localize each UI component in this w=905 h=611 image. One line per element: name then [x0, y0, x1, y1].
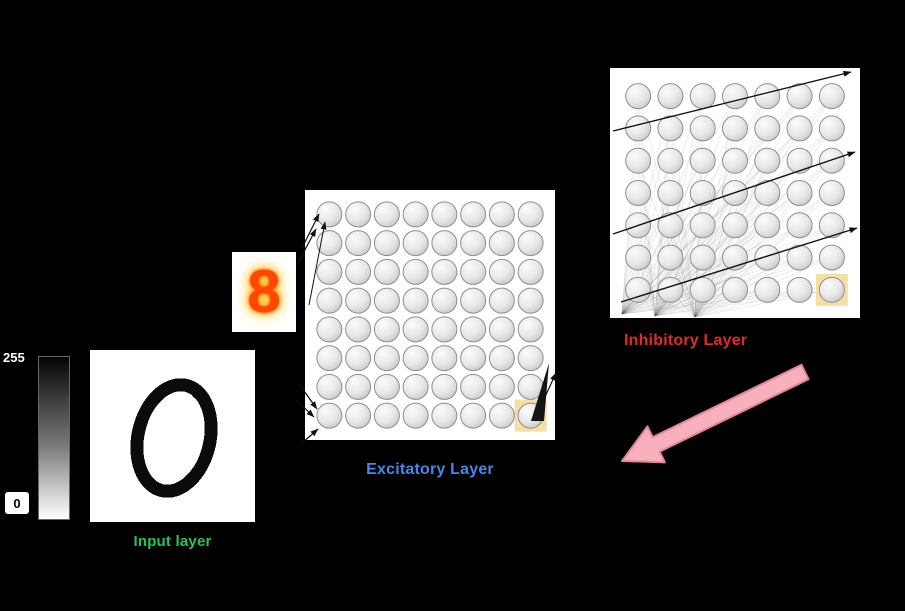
input-layer-label: Input layer [133, 533, 212, 550]
colorbar-max-label: 255 [3, 350, 25, 365]
excitatory-neuron-grid [316, 201, 547, 432]
excitatory-layer-label: Excitatory Layer [366, 461, 494, 478]
weight-heatmap: 8 [232, 252, 296, 332]
colorbar-min-label: 0 [5, 492, 29, 514]
inhibitory-layer-panel [610, 68, 860, 318]
intensity-colorbar [38, 356, 70, 520]
inhibitory-to-excitatory-arrow [621, 363, 810, 464]
inhibitory-layer-label: Inhibitory Layer [624, 332, 748, 349]
inhibitory-neuron-grid [621, 83, 848, 318]
excitatory-layer-panel [305, 190, 555, 440]
heatmap-digit: 8 [247, 258, 281, 325]
mnist-digit-zero [130, 378, 218, 498]
input-layer-image [90, 350, 255, 522]
